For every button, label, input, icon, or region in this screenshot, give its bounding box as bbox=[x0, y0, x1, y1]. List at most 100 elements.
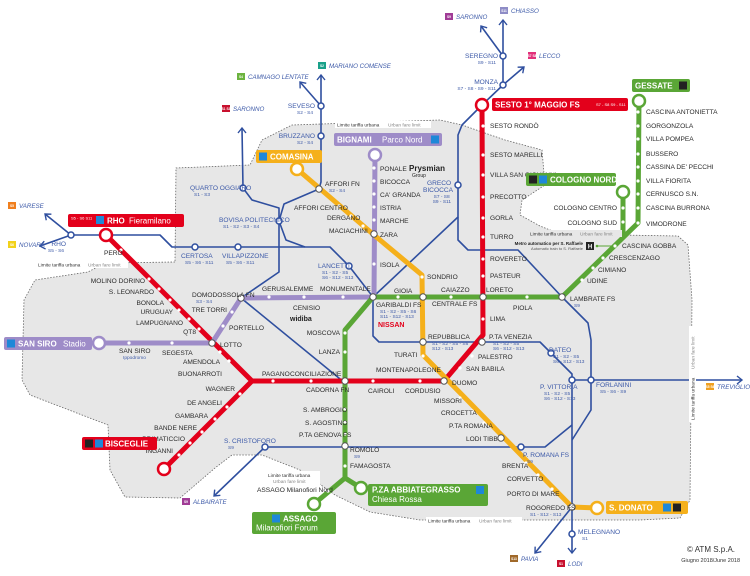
station-label-cassina[interactable]: CASSINA DE' PECCHI bbox=[646, 164, 714, 171]
rail-station-lancetti[interactable] bbox=[345, 262, 353, 270]
terminal-san-siro-stadio[interactable]: SAN SIRO Stadio bbox=[4, 337, 92, 350]
station-label-bussero[interactable]: BUSSERO bbox=[646, 151, 678, 158]
station-dot-villafiorita[interactable] bbox=[636, 179, 640, 183]
rail-station-melegnano[interactable] bbox=[568, 530, 576, 538]
terminal-abbiategrasso[interactable]: P.ZA ABBIATEGRASSO Chiesa Rossa bbox=[368, 484, 488, 506]
station-dot-istria[interactable] bbox=[372, 205, 376, 209]
interchange-loditibb[interactable] bbox=[497, 434, 505, 442]
station-dot-pero[interactable] bbox=[119, 248, 123, 252]
station-label-pasteur[interactable]: PASTEUR bbox=[490, 273, 521, 280]
station-label-uruguay[interactable]: URUGUAY bbox=[141, 309, 174, 316]
terminal-comasina[interactable]: COMASINA bbox=[256, 150, 322, 163]
interchange-cadorna[interactable] bbox=[341, 377, 349, 385]
terminal-station-marker[interactable] bbox=[353, 480, 369, 496]
station-dot-moscova[interactable] bbox=[343, 331, 347, 335]
station-label-missori[interactable]: MISSORI bbox=[434, 398, 462, 405]
station-label-palestro[interactable]: PALESTRO bbox=[478, 354, 513, 361]
station-dot-lanza[interactable] bbox=[343, 350, 347, 354]
terminal-sesto-1-maggio[interactable]: SESTO 1° MAGGIO FS S7 - S8 S9 - S11 bbox=[492, 98, 628, 111]
interchange-zara[interactable] bbox=[370, 230, 378, 238]
station-label-moscova[interactable]: MOSCOVA bbox=[307, 330, 341, 337]
interchange-garibaldi[interactable] bbox=[369, 293, 377, 301]
station-label-seregno[interactable]: SEREGNO bbox=[465, 53, 498, 60]
station-dot-palestro[interactable] bbox=[470, 354, 474, 358]
station-dot-corvetto[interactable] bbox=[536, 473, 540, 477]
station-dot-ptagenova[interactable] bbox=[343, 432, 347, 436]
station-label-assagonord[interactable]: ASSAGO Milanofiori Nord bbox=[257, 487, 333, 494]
terminal-station-marker[interactable] bbox=[474, 97, 490, 113]
station-label-antonietta[interactable]: CASCINA ANTONIETTA bbox=[646, 109, 718, 116]
station-dot-vimodrone[interactable] bbox=[636, 221, 640, 225]
station-dot-antonietta[interactable] bbox=[636, 110, 640, 114]
terminal-station-marker[interactable] bbox=[156, 461, 172, 477]
terminal-station-marker[interactable] bbox=[306, 496, 322, 512]
station-label-sleonardo[interactable]: S. LEONARDO bbox=[109, 289, 154, 296]
station-label-cagranda[interactable]: CA' GRANDA bbox=[380, 192, 421, 199]
station-dot-lima[interactable] bbox=[481, 317, 485, 321]
station-label-udine[interactable]: UDINE bbox=[587, 278, 608, 285]
station-label-corvetto[interactable]: CORVETTO bbox=[507, 476, 543, 483]
station-label-cenisio[interactable]: CENISIO bbox=[293, 305, 320, 312]
terminal-assago-forum[interactable]: ASSAGO Milanofiori Forum bbox=[252, 512, 336, 534]
station-label-portello[interactable]: PORTELLO bbox=[229, 325, 264, 332]
station-label-marelli[interactable]: SESTO MARELLI bbox=[490, 152, 542, 159]
station-dot-ponale[interactable] bbox=[372, 166, 376, 170]
station-label-gorla[interactable]: GORLA bbox=[490, 215, 514, 222]
station-label-turro[interactable]: TURRO bbox=[490, 234, 513, 241]
station-label-zara[interactable]: ZARA bbox=[380, 232, 398, 239]
station-dot-wagner[interactable] bbox=[238, 392, 242, 396]
station-label-brenta[interactable]: BRENTA bbox=[502, 463, 529, 470]
station-label-rhofs[interactable]: RHO bbox=[51, 241, 66, 248]
station-dot-tretorri[interactable] bbox=[230, 310, 234, 314]
station-label-conciliazione[interactable]: CONCILIAZIONE bbox=[290, 371, 342, 378]
station-label-molinodorino[interactable]: MOLINO DORINO bbox=[91, 278, 145, 285]
station-label-amendola[interactable]: AMENDOLA bbox=[183, 359, 221, 366]
station-label-melegnano[interactable]: MELEGNANO bbox=[578, 529, 620, 536]
terminal-station-marker[interactable] bbox=[98, 227, 114, 243]
interchange-lotto[interactable] bbox=[208, 339, 216, 347]
station-label-forlanini[interactable]: FORLANINI bbox=[596, 382, 631, 389]
station-label-colognocentro[interactable]: COLOGNO CENTRO bbox=[554, 205, 617, 212]
station-dot-rondo[interactable] bbox=[481, 124, 485, 128]
station-dot-cairoli[interactable] bbox=[371, 379, 375, 383]
station-label-deangeli[interactable]: DE ANGELI bbox=[187, 400, 222, 407]
station-dot-cimiano[interactable] bbox=[591, 266, 595, 270]
station-dot-piola[interactable] bbox=[525, 295, 529, 299]
station-dot-ptaromana[interactable] bbox=[482, 421, 486, 425]
station-dot-sambrogio[interactable] bbox=[343, 407, 347, 411]
station-dot-afforicentro[interactable] bbox=[337, 204, 341, 208]
station-dot-uruguay[interactable] bbox=[177, 308, 181, 312]
station-label-sondrio[interactable]: SONDRIO bbox=[427, 274, 458, 281]
station-label-sagostino[interactable]: S. AGOSTINO bbox=[305, 420, 348, 427]
station-dot-sansiroipp[interactable] bbox=[127, 341, 131, 345]
station-label-lambrate[interactable]: LAMBRATE FS bbox=[570, 296, 616, 303]
terminal-station-marker[interactable] bbox=[91, 335, 107, 351]
station-label-crescenzago[interactable]: CRESCENZAGO bbox=[609, 255, 660, 262]
station-dot-udine[interactable] bbox=[580, 278, 584, 282]
station-label-gioia[interactable]: GIOIA bbox=[394, 288, 413, 295]
station-label-buonarroti[interactable]: BUONARROTI bbox=[178, 371, 222, 378]
station-label-certosa[interactable]: CERTOSA bbox=[181, 253, 213, 260]
station-dot-gambara[interactable] bbox=[213, 417, 217, 421]
station-dot-cordusio[interactable] bbox=[418, 379, 422, 383]
station-label-vsg[interactable]: VILLA SAN GIOVANNI bbox=[490, 172, 557, 179]
interchange-duomo[interactable] bbox=[440, 377, 448, 385]
rail-station-rhofs[interactable] bbox=[67, 231, 75, 239]
rail-station-quartooggiaro[interactable] bbox=[239, 184, 247, 192]
interchange-afforifn[interactable] bbox=[315, 185, 323, 193]
station-label-cairoli[interactable]: CAIROLI bbox=[368, 388, 395, 395]
rail-station-forlanini[interactable] bbox=[587, 376, 595, 384]
station-dot-cernusco[interactable] bbox=[636, 192, 640, 196]
station-label-monumentale[interactable]: MONUMENTALE bbox=[320, 286, 371, 293]
station-dot-marche[interactable] bbox=[372, 218, 376, 222]
station-dot-brenta[interactable] bbox=[524, 461, 528, 465]
station-label-villapizzone[interactable]: VILLAPIZZONE bbox=[222, 253, 269, 260]
station-label-colognosud[interactable]: COLOGNO SUD bbox=[568, 220, 618, 227]
station-dot-cascinaburrona[interactable] bbox=[636, 206, 640, 210]
station-dot-buonarroti[interactable] bbox=[227, 359, 231, 363]
rail-station-monza[interactable] bbox=[499, 81, 507, 89]
station-label-cadorna[interactable]: CADORNA FN bbox=[306, 387, 349, 394]
station-dot-assagonord[interactable] bbox=[326, 489, 330, 493]
station-label-lampugnano[interactable]: LAMPUGNANO bbox=[136, 320, 183, 327]
rail-station-seregno[interactable] bbox=[499, 52, 507, 60]
